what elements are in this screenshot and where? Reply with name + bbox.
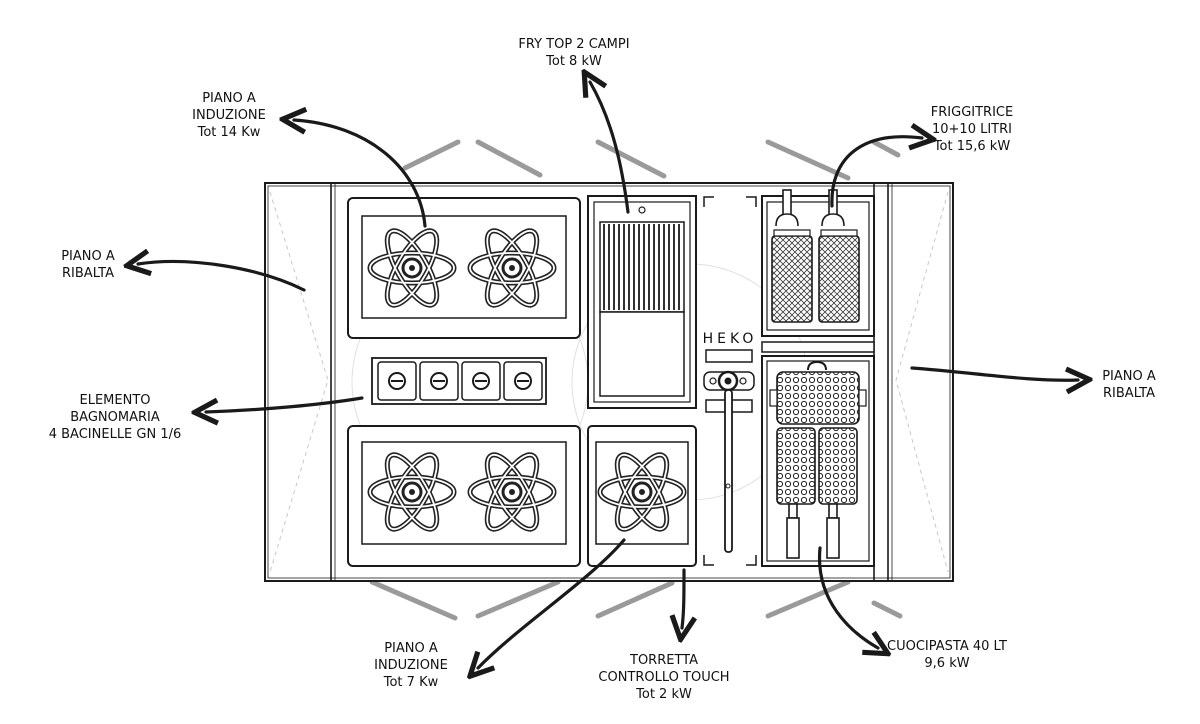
- label-line: CUOCIPASTA 40 LT: [887, 639, 1007, 654]
- label-line: INDUZIONE: [192, 108, 266, 123]
- induction-hob-bottom-single: [587, 425, 697, 567]
- induction-hob-bottom-left: [347, 425, 581, 567]
- label-line: 10+10 LITRI: [932, 122, 1012, 137]
- label-line: ELEMENTO: [79, 393, 151, 408]
- label-induction-bottom: PIANO A INDUZIONE Tot 7 Kw: [356, 640, 466, 691]
- fryer-unit: [761, 189, 875, 353]
- label-line: FRY TOP 2 CAMPI: [518, 37, 630, 52]
- label-line: Tot 7 Kw: [383, 675, 439, 690]
- label-induction-top: PIANO A INDUZIONE Tot 14 Kw: [174, 90, 284, 141]
- label-line: BAGNOMARIA: [70, 410, 160, 425]
- support-struts: [369, 139, 903, 621]
- label-line: 4 BACINELLE GN 1/6: [48, 427, 182, 442]
- label-line: PIANO A: [384, 641, 438, 656]
- label-line: RIBALTA: [62, 266, 114, 281]
- pasta-cooker-unit: [761, 355, 875, 567]
- label-line: TORRETTA: [630, 653, 698, 668]
- label-line: PIANO A: [61, 249, 115, 264]
- label-line: CONTROLLO TOUCH: [598, 670, 730, 685]
- induction-hob-top: [347, 197, 581, 339]
- callout-arrows: [138, 82, 1078, 668]
- label-pasta-cooker: CUOCIPASTA 40 LT 9,6 kW: [872, 638, 1022, 672]
- label-bain-marie: ELEMENTO BAGNOMARIA 4 BACINELLE GN 1/6: [30, 392, 200, 443]
- fry-top-plate: [587, 195, 697, 409]
- brand-label: HEKO: [703, 331, 758, 347]
- label-line: Tot 8 kW: [546, 54, 602, 69]
- bain-marie-wells: [371, 357, 547, 405]
- label-fry-top: FRY TOP 2 CAMPI Tot 8 kW: [504, 36, 644, 70]
- label-line: RIBALTA: [1103, 386, 1155, 401]
- control-tower: HEKO: [703, 196, 758, 566]
- label-line: Tot 14 Kw: [197, 125, 261, 140]
- label-flip-right: PIANO A RIBALTA: [1084, 368, 1174, 402]
- label-line: PIANO A: [202, 91, 256, 106]
- label-line: PIANO A: [1102, 369, 1156, 384]
- label-tower: TORRETTA CONTROLLO TOUCH Tot 2 kW: [582, 652, 746, 703]
- label-line: Tot 2 kW: [636, 687, 692, 702]
- label-flip-left: PIANO A RIBALTA: [48, 248, 128, 282]
- label-line: 9,6 kW: [924, 656, 970, 671]
- label-line: INDUZIONE: [374, 658, 448, 673]
- label-line: FRIGGITRICE: [930, 105, 1014, 120]
- label-fryer: FRIGGITRICE 10+10 LITRI Tot 15,6 kW: [912, 104, 1032, 155]
- label-line: Tot 15,6 kW: [933, 139, 1011, 154]
